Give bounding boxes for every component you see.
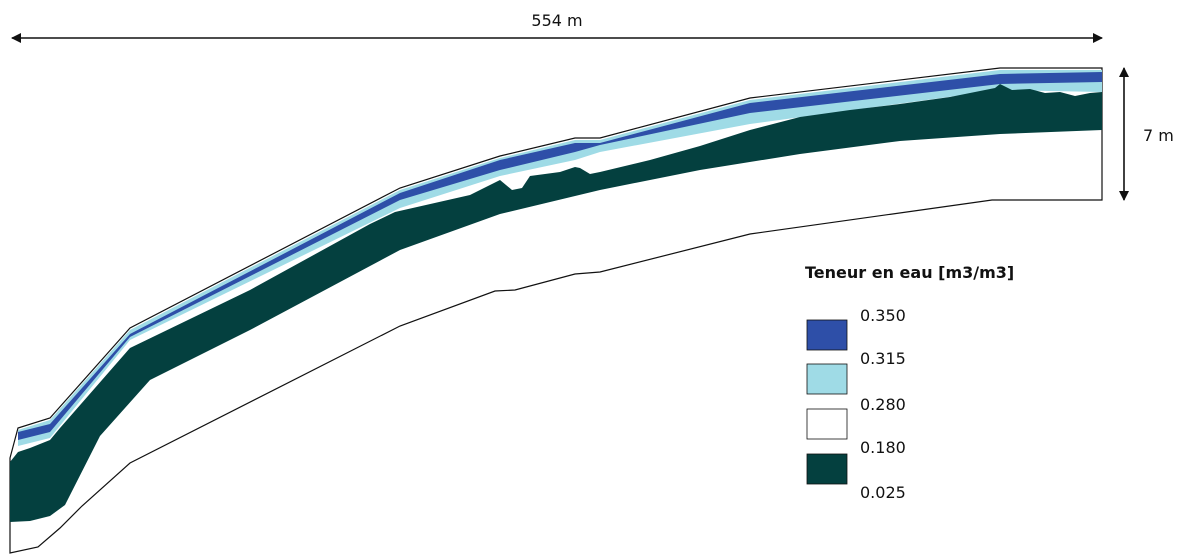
slope-profile bbox=[9, 67, 1103, 554]
legend: Teneur en eau [m3/m3] 0.350 0.315 0.280 … bbox=[805, 263, 1014, 502]
height-label: 7 m bbox=[1143, 126, 1174, 145]
legend-swatch-dry bbox=[806, 453, 848, 485]
legend-swatch-wet bbox=[806, 363, 848, 395]
legend-tick-1: 0.315 bbox=[860, 349, 906, 368]
legend-title: Teneur en eau [m3/m3] bbox=[805, 263, 1014, 282]
dry-zone bbox=[10, 84, 1102, 522]
legend-tick-2: 0.280 bbox=[860, 395, 906, 414]
legend-tick-0: 0.350 bbox=[860, 306, 906, 325]
legend-swatch-medium bbox=[806, 408, 848, 440]
domain-outline bbox=[9, 67, 1103, 554]
wet-zone bbox=[18, 70, 1102, 446]
legend-tick-3: 0.180 bbox=[860, 438, 906, 457]
legend-swatch-very-wet bbox=[806, 319, 848, 351]
length-label: 554 m bbox=[531, 11, 582, 30]
length-dimension: 554 m bbox=[11, 11, 1103, 43]
height-dimension: 7 m bbox=[1119, 67, 1174, 201]
legend-tick-4: 0.025 bbox=[860, 483, 906, 502]
